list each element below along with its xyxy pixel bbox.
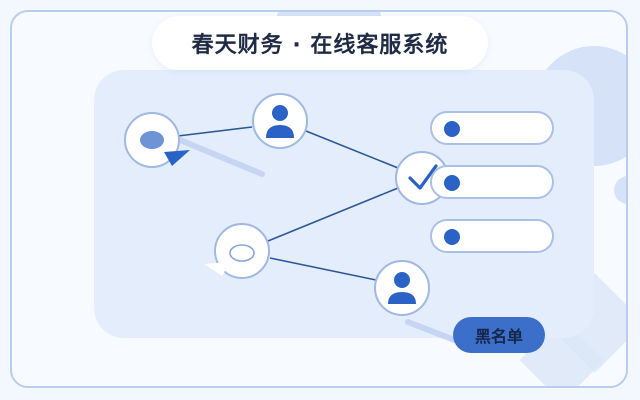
- chat-bubble-icon: [140, 131, 164, 149]
- connection-line: [267, 187, 399, 242]
- queue-item-2[interactable]: [430, 165, 554, 199]
- connection-line: [269, 257, 377, 281]
- page-title: 春天财务 · 在线客服系统: [152, 16, 488, 70]
- chat-bubble-tail: [204, 262, 230, 276]
- chat-node-incoming[interactable]: [124, 112, 190, 168]
- agent-node-bottom[interactable]: [374, 260, 430, 316]
- chat-node-pending[interactable]: [204, 223, 270, 279]
- page-title-text: 春天财务 · 在线客服系统: [191, 33, 449, 58]
- queue-item-1[interactable]: [430, 111, 554, 145]
- connection-lines: [177, 126, 399, 281]
- queue-item-3[interactable]: [430, 219, 554, 253]
- decor-shadow-line: [177, 137, 265, 177]
- checkmark-icon: [408, 164, 438, 190]
- chat-bubble-icon: [229, 244, 255, 262]
- decor-bubble-edge: [614, 176, 626, 204]
- blacklist-button[interactable]: 黑名单: [453, 317, 545, 353]
- status-dot-icon: [444, 121, 460, 137]
- connection-line: [177, 126, 253, 137]
- user-avatar-icon: [266, 105, 294, 138]
- status-dot-icon: [444, 229, 460, 245]
- chat-bubble-tail: [164, 150, 190, 166]
- connection-line: [305, 130, 399, 169]
- status-dot-icon: [444, 175, 460, 191]
- user-avatar-icon: [388, 272, 416, 304]
- agent-node-top[interactable]: [252, 93, 308, 149]
